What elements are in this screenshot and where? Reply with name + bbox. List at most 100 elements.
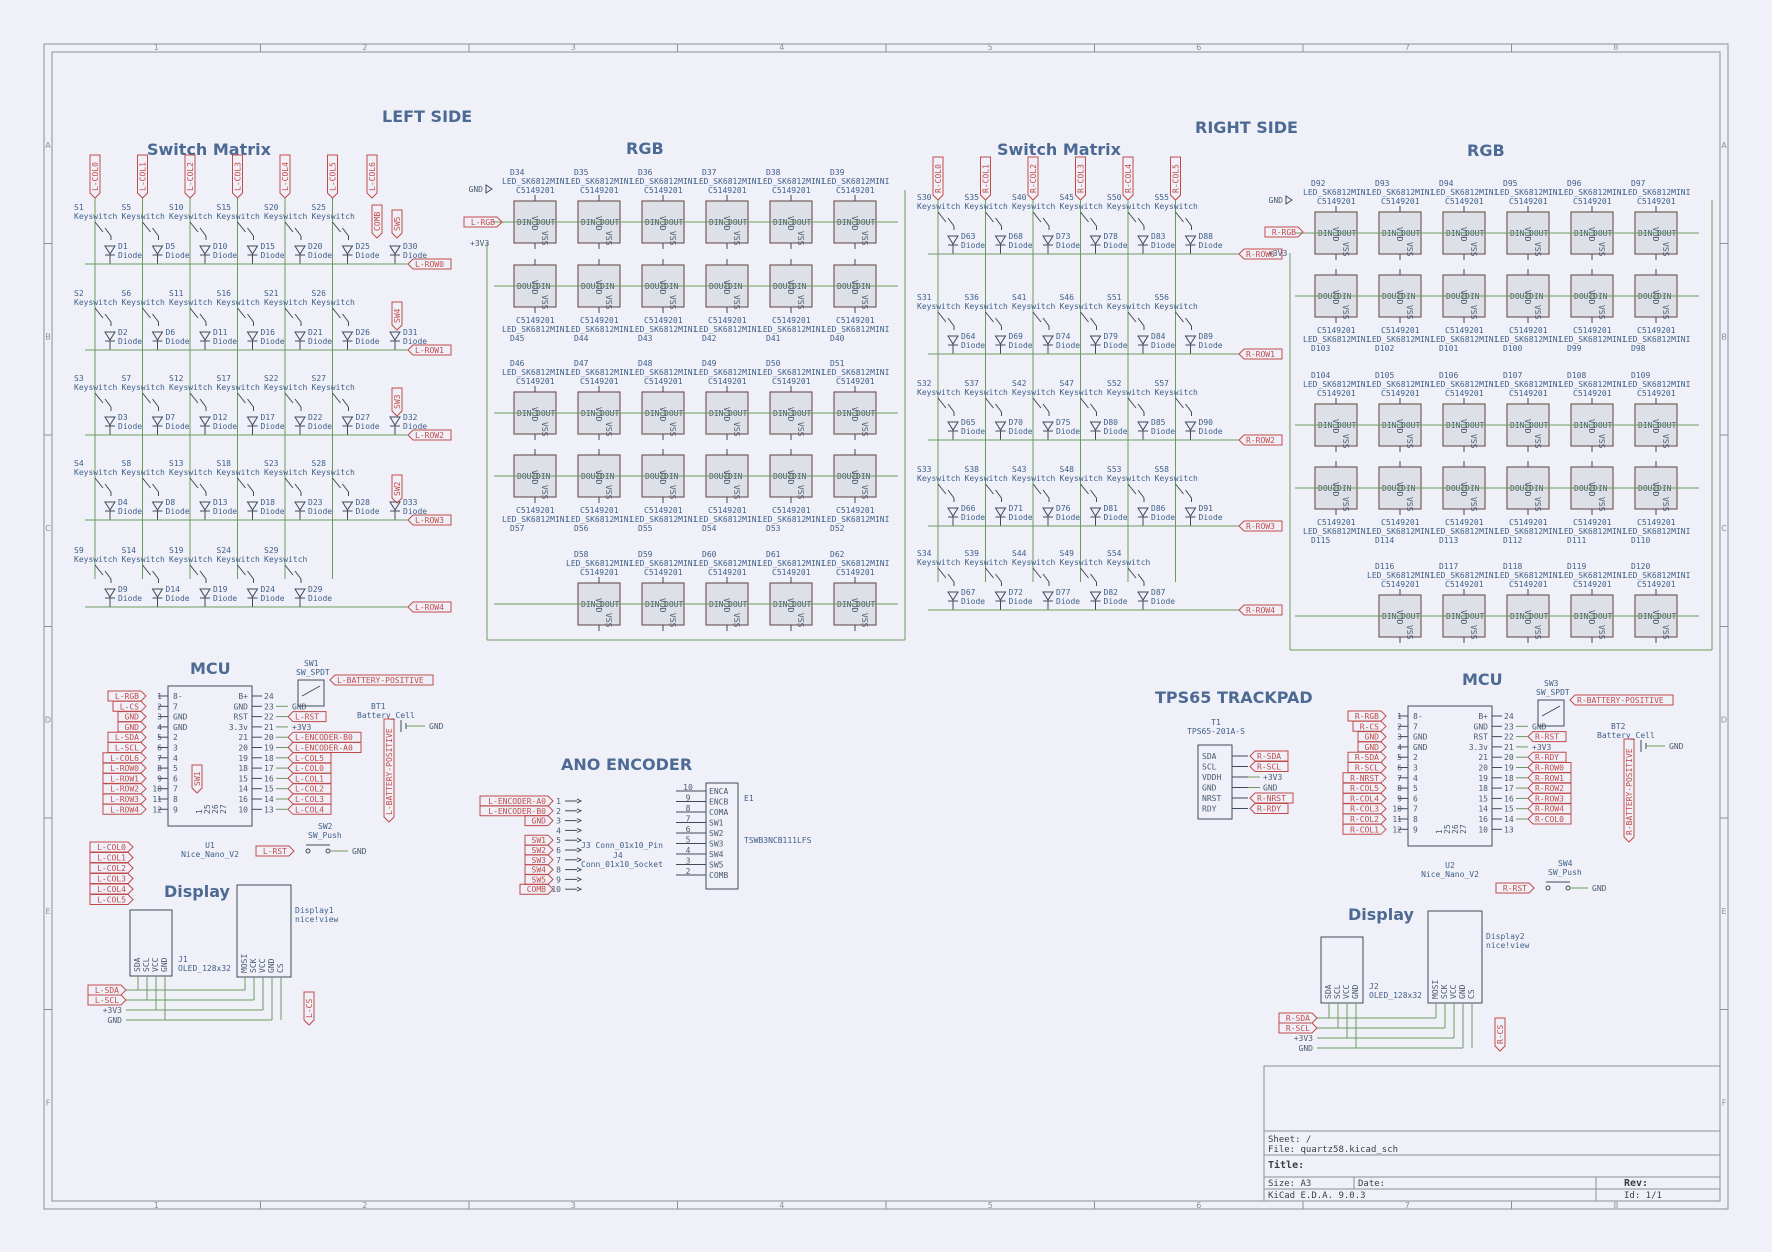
net-label-text: L-ENCODER-B0 xyxy=(295,733,353,742)
switch-contact xyxy=(94,477,104,489)
switch-value: Keyswitch xyxy=(217,298,261,307)
led-value: LED_SK6812MINI xyxy=(630,559,698,568)
net-label-box xyxy=(1342,772,1387,784)
switch-contact xyxy=(199,227,207,237)
mcu-pin-name: GND xyxy=(173,713,188,722)
diode-body xyxy=(104,245,116,255)
led-lcsc: C5149201 xyxy=(644,568,683,577)
led-ref: D110 xyxy=(1631,536,1650,545)
led-pin-vss: VSS xyxy=(1341,434,1350,449)
switch-value: Keyswitch xyxy=(217,212,261,221)
net-label-box xyxy=(1352,720,1387,732)
led-lcsc: C5149201 xyxy=(516,316,555,325)
switch-contact xyxy=(284,477,294,489)
title-block-sheet: Sheet: / xyxy=(1268,1135,1311,1145)
diode-ref: D76 xyxy=(1056,504,1071,513)
net-label-text: L-CS xyxy=(120,702,139,711)
display-power: GND xyxy=(1299,1044,1314,1053)
spdt-body xyxy=(1537,699,1565,727)
switch-ref: S36 xyxy=(965,293,980,302)
switch-contact xyxy=(1127,567,1137,579)
frame-row-right: B xyxy=(1721,332,1727,341)
switch-ref: S13 xyxy=(169,459,184,468)
switch-contact xyxy=(199,570,207,580)
switch-ref: S11 xyxy=(169,289,184,298)
diode-value: Diode xyxy=(1056,341,1080,350)
led-pin-vdd: VDD xyxy=(1523,482,1532,497)
led-pin-vdd: VDD xyxy=(850,598,859,613)
niceview-pin: MOSI xyxy=(1431,980,1440,999)
niceview-body xyxy=(236,884,292,978)
net-label-text: R-RGB xyxy=(1355,712,1379,721)
net-label-text: R-SCL xyxy=(1286,1024,1310,1033)
encoder-pin-name: ENCA xyxy=(709,787,728,796)
led-pin-vss: VSS xyxy=(732,485,741,500)
led-lcsc: C5149201 xyxy=(1637,580,1676,589)
mcu-bottom-pin: 25 xyxy=(1443,824,1452,834)
net-label-text: L-SCL xyxy=(115,744,139,753)
mcu-ref: U1 xyxy=(205,841,215,850)
switch-ref: S23 xyxy=(264,459,279,468)
diode-ref: D88 xyxy=(1199,232,1214,241)
led-value: LED_SK6812MINI xyxy=(566,368,634,377)
diode-ref: D3 xyxy=(118,413,128,422)
diode-ref: D22 xyxy=(308,413,323,422)
led-ref: D98 xyxy=(1631,344,1646,353)
led-pin-vdd: VDD xyxy=(1587,482,1596,497)
led-ref: D119 xyxy=(1567,562,1586,571)
led-pin-vss: VSS xyxy=(860,295,869,310)
switch-ref: S26 xyxy=(312,289,327,298)
net-label: L-COL0 xyxy=(89,841,134,853)
net-label-text: L-COL2 xyxy=(295,785,324,794)
diode-body xyxy=(294,245,306,255)
net-label: L-COL1 xyxy=(89,852,134,863)
switch-value: Keyswitch xyxy=(1060,558,1104,567)
led-pin-vss: VSS xyxy=(860,231,869,246)
diode-value: Diode xyxy=(961,427,985,436)
net-label-box xyxy=(287,772,332,784)
led-ref: D105 xyxy=(1375,371,1394,380)
led-pin-vss: VSS xyxy=(1597,242,1606,257)
diode-body xyxy=(1137,235,1149,245)
net-label: R-COL1 xyxy=(1342,823,1387,835)
led-pin-vss: VSS xyxy=(732,422,741,437)
led-lcsc: C5149201 xyxy=(1381,518,1420,527)
diode-value: Diode xyxy=(1104,341,1128,350)
net-label-text: R-COL0 xyxy=(934,164,943,193)
led-pin-vdd: VDD xyxy=(1395,610,1404,625)
net-label-text: R-ROW4 xyxy=(1246,606,1275,615)
led-ref: D92 xyxy=(1311,179,1326,188)
switch-ref: S39 xyxy=(965,549,980,558)
frame-row-right: D xyxy=(1721,715,1727,724)
led-pin-vss: VSS xyxy=(1405,625,1414,640)
mcu-body xyxy=(167,685,253,827)
encoder-pin-name: SW2 xyxy=(709,829,724,838)
switch-ref: S54 xyxy=(1107,549,1122,558)
led-pin-vss: VSS xyxy=(1469,625,1478,640)
led-pin-vdd: VDD xyxy=(1651,227,1660,242)
conn-pin-number: 6 xyxy=(556,846,561,855)
led-lcsc: C5149201 xyxy=(644,316,683,325)
diode-ref: D27 xyxy=(356,413,371,422)
net-label: L-RGB xyxy=(107,690,147,702)
switch-contact xyxy=(152,313,159,323)
diode-value: Diode xyxy=(961,513,985,522)
mcu-bottom-pin: 1 xyxy=(195,809,204,814)
niceview-value: nice!view xyxy=(295,915,339,924)
net-label-text: L-COL6 xyxy=(110,754,139,763)
led-ref: D118 xyxy=(1503,562,1522,571)
led-ref: D35 xyxy=(574,168,589,177)
frame-row-left: F xyxy=(46,1098,51,1107)
diode-body xyxy=(1042,591,1054,601)
